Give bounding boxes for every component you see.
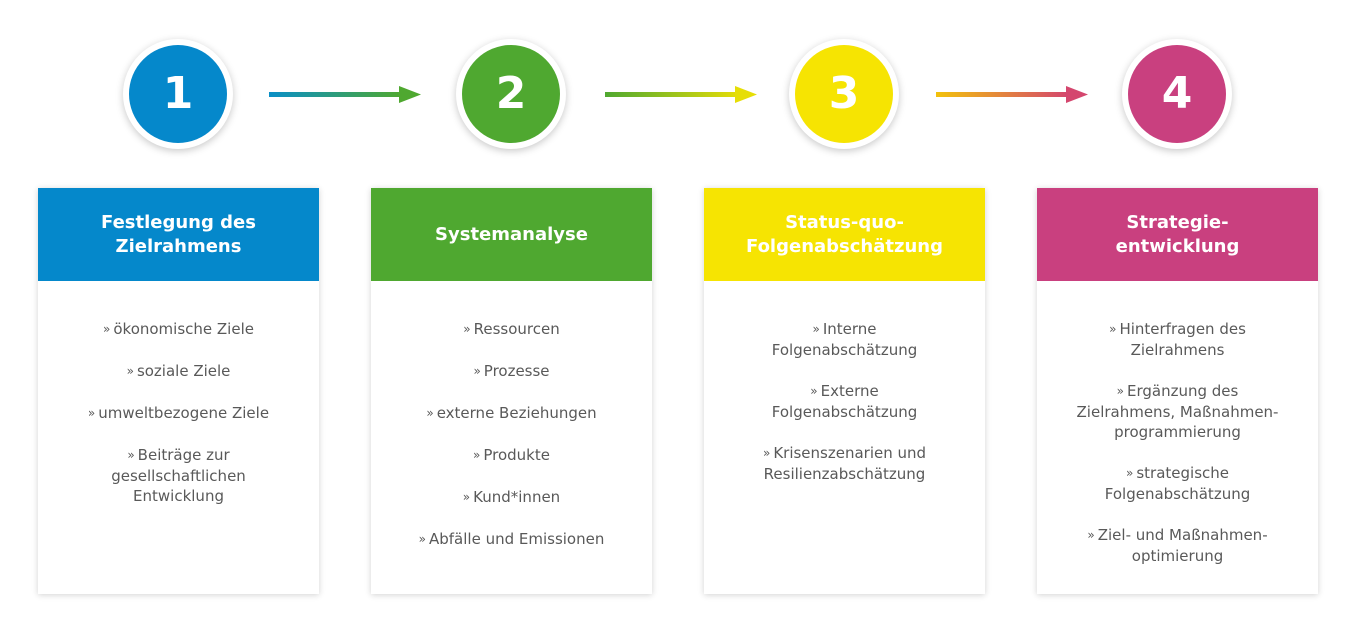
step-2-badge: 2 [462, 45, 560, 143]
list-item-text: Abfälle und Emissionen [428, 530, 605, 548]
bullet-icon: » [126, 364, 134, 378]
bullet-icon: » [418, 532, 426, 546]
step-1-list: »ökonomische Ziele »soziale Ziele »umwel… [38, 281, 319, 527]
step-1-header: Festlegung des Zielrahmens [38, 188, 319, 281]
list-item-text: externe Beziehungen [436, 404, 597, 422]
list-item: »Hinterfragen des Zielrahmens [1058, 319, 1298, 360]
list-item: »externe Beziehungen [392, 403, 632, 424]
list-item-text: Ergänzung des Zielrahmens, Maßnahmen- pr… [1076, 382, 1279, 441]
list-item-text: umweltbezogene Ziele [98, 404, 270, 422]
arrow-right-icon-2-3 [605, 86, 757, 103]
step-3-circle: 3 [789, 39, 899, 149]
step-1-number: 1 [162, 68, 194, 119]
list-item: »strategische Folgenabschätzung [1058, 463, 1298, 504]
step-3-badge: 3 [795, 45, 893, 143]
bullet-icon: » [473, 448, 481, 462]
step-3-header: Status-quo- Folgenabschätzung [704, 188, 985, 281]
step-4-header: Strategie- entwicklung [1037, 188, 1318, 281]
step-4-badge: 4 [1128, 45, 1226, 143]
list-item-text: strategische Folgenabschätzung [1104, 464, 1251, 503]
list-item-text: Ressourcen [473, 320, 560, 338]
step-3-card: Status-quo- Folgenabschätzung »Interne F… [704, 188, 985, 594]
step-4-number: 4 [1161, 68, 1193, 119]
list-item-text: Hinterfragen des Zielrahmens [1119, 320, 1246, 359]
step-2-card: Systemanalyse »Ressourcen »Prozesse »ext… [371, 188, 652, 594]
step-2-circle: 2 [456, 39, 566, 149]
list-item-text: Produkte [483, 446, 550, 464]
list-item-text: Beiträge zur gesellschaftlichen Entwickl… [111, 446, 246, 505]
bullet-icon: » [463, 322, 471, 336]
bullet-icon: » [1087, 528, 1095, 542]
step-3-number: 3 [828, 68, 860, 119]
bullet-icon: » [1109, 322, 1117, 336]
step-4-list: »Hinterfragen des Zielrahmens »Ergänzung… [1037, 281, 1318, 587]
step-4-card: Strategie- entwicklung »Hinterfragen des… [1037, 188, 1318, 594]
bullet-icon: » [1116, 384, 1124, 398]
list-item-text: Interne Folgenabschätzung [771, 320, 918, 359]
list-item-text: soziale Ziele [136, 362, 231, 380]
step-2-title: Systemanalyse [435, 223, 588, 245]
list-item: »soziale Ziele [59, 361, 299, 382]
step-1-title: Festlegung des Zielrahmens [101, 211, 256, 257]
list-item-text: Kund*innen [473, 488, 561, 506]
list-item: »Externe Folgenabschätzung [725, 381, 965, 422]
list-item: »Ergänzung des Zielrahmens, Maßnahmen- p… [1058, 381, 1298, 442]
list-item: »Interne Folgenabschätzung [725, 319, 965, 360]
list-item: »Abfälle und Emissionen [392, 529, 632, 550]
step-2-list: »Ressourcen »Prozesse »externe Beziehung… [371, 281, 652, 571]
bullet-icon: » [810, 384, 818, 398]
bullet-icon: » [462, 490, 471, 504]
bullet-icon: » [426, 406, 434, 420]
bullet-icon: » [127, 448, 135, 462]
arrow-right-icon-1-2 [269, 86, 421, 103]
bullet-icon: » [103, 322, 111, 336]
bullet-icon: » [87, 406, 96, 420]
bullet-icon: » [473, 364, 481, 378]
step-3-list: »Interne Folgenabschätzung »Externe Folg… [704, 281, 985, 505]
list-item: »Prozesse [392, 361, 632, 382]
list-item: »Ziel- und Maßnahmen- optimierung [1058, 525, 1298, 566]
list-item: »Krisenszenarien und Resilienzabschätzun… [725, 443, 965, 484]
list-item-text: Ziel- und Maßnahmen- optimierung [1097, 526, 1268, 565]
list-item-text: Krisenszenarien und Resilienzabschätzung [763, 444, 927, 483]
list-item-text: Externe Folgenabschätzung [771, 382, 918, 421]
step-1-badge: 1 [129, 45, 227, 143]
bullet-icon: » [812, 322, 820, 336]
list-item-text: ökonomische Ziele [113, 320, 254, 338]
bullet-icon: » [1126, 466, 1134, 480]
step-2-number: 2 [495, 68, 527, 119]
arrow-right-icon-3-4 [936, 86, 1088, 103]
step-1-card: Festlegung des Zielrahmens »ökonomische … [38, 188, 319, 594]
step-2-header: Systemanalyse [371, 188, 652, 281]
list-item: »Ressourcen [392, 319, 632, 340]
step-3-title: Status-quo- Folgenabschätzung [746, 211, 943, 257]
step-4-circle: 4 [1122, 39, 1232, 149]
step-1-circle: 1 [123, 39, 233, 149]
list-item: »ökonomische Ziele [59, 319, 299, 340]
list-item: »Kund*innen [392, 487, 632, 508]
bullet-icon: » [762, 446, 771, 460]
list-item: »Beiträge zur gesellschaftlichen Entwick… [59, 445, 299, 506]
list-item: »umweltbezogene Ziele [59, 403, 299, 424]
list-item: »Produkte [392, 445, 632, 466]
list-item-text: Prozesse [483, 362, 550, 380]
step-4-title: Strategie- entwicklung [1115, 211, 1240, 257]
